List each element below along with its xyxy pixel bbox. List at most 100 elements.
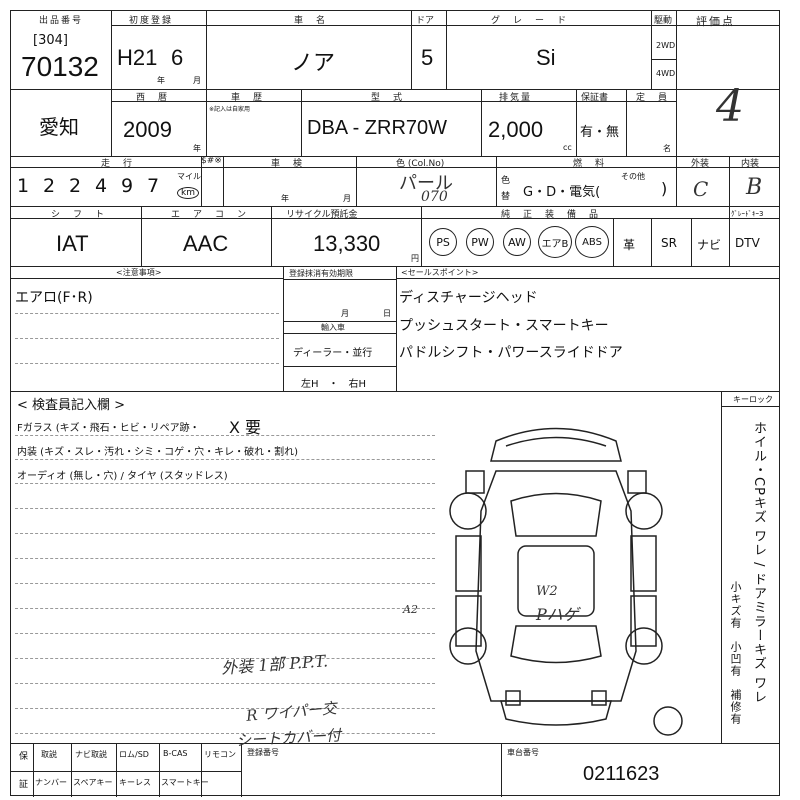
import-label: 輸入車 [321,323,345,332]
shift-value: IAT [56,231,89,256]
inspection-title: < 検査員記入欄 > [17,398,126,413]
fuel-label: 燃 料 [573,159,607,169]
color-swap-2: 替 [501,192,511,202]
key-lock-label: キーロック [733,395,773,404]
footer-guarantee: 保 [19,752,29,762]
equip-pw: PW [466,228,494,256]
smark-label: $#※ [201,156,222,166]
footer-bcas: B-CAS [163,749,188,758]
footer-keyless: キーレス [119,778,151,787]
footer-remote: リモコン [204,750,236,759]
footer-guarantee-2: 証 [19,780,29,790]
color-code: 070 [421,189,448,205]
score-label: 評価点 [696,15,735,28]
year-char-2: 年 [193,144,201,153]
doors-label: ドア [416,16,435,26]
fuel-other: その他 [621,172,645,181]
footer-smart-key: スマートキー [161,778,209,787]
color-value: パール [399,173,453,194]
caution-label: <注意事項> [116,268,162,277]
recycle-value: 13,330 [313,231,381,256]
warranty-label: 保証書 [581,93,609,103]
year-value: 2009 [123,117,172,142]
grade-label: グ レ ー ド [491,16,569,26]
footer-navi-manual: ナビ取説 [75,750,107,759]
sales-point: プッシュスタート・スマートキー [399,318,609,334]
capacity-label: 定 員 [636,93,670,103]
drive-4wd: 4WD [656,69,676,78]
footer-spare-key: スペアキー [73,778,113,787]
lot-sub: [304] [33,33,68,48]
month-char: 月 [193,76,201,85]
shaken-label: 車 検 [271,159,305,169]
displacement-value: 2,000 [488,117,544,142]
glass-mark: X 要 [229,418,262,437]
diagram-mark-phage: Pハゲ [536,605,579,624]
equip-aw: AW [503,228,531,256]
equip-ps: PS [429,228,457,256]
reg-day: 日 [383,309,391,318]
mileage-digit: 2 [69,175,82,197]
shaken-month: 月 [343,194,351,203]
equip-navi: ナビ [697,238,722,252]
ac-label: エ ア コ ン [171,210,249,220]
reg-month: 月 [341,309,349,318]
diagram-mark-a2: A2 [403,603,418,616]
import-dealer: ディーラー・並行 [293,348,373,359]
mileage-digit: 2 [43,175,56,197]
equip-abs: ABS [575,226,609,258]
footer-rom-sd: ロム/SD [119,750,149,759]
doors-value: 5 [421,45,434,70]
mileage-digit: 4 [95,175,108,197]
caution-value: エアロ(F･R) [15,290,93,306]
exterior-value: C [693,177,709,201]
sales-point: ディスチャージヘッド [399,290,538,306]
damage-legend-sub: 小キズ有 小凹有 補修有 [729,581,742,725]
recycle-label: リサイクル預託金 [286,210,358,220]
mileage-digit: 9 [121,175,134,197]
year-label: 西 暦 [136,93,170,103]
year-char: 年 [157,76,165,85]
lot-label: 出品番号 [39,16,84,26]
history-label: 車 歴 [231,93,265,103]
mileage-digit: 1 [17,175,30,197]
first-reg-month: 6 [171,45,184,70]
car-name: ノア [291,50,336,75]
drive-2wd: 2WD [656,41,676,50]
lot-number: 70132 [21,51,99,82]
first-reg-era: H21 [117,45,158,70]
footer-number-plate: ナンバー [35,778,67,787]
keyword-label: ｸﾞﾚｰﾄﾞｷｰ3 [731,210,764,218]
warranty-value: 有・無 [580,125,620,140]
mileage-unit-mile: マイル [177,172,201,181]
shift-label: シ フ ト [51,210,107,220]
capacity-unit: 名 [663,144,671,153]
car-damage-diagram [449,427,683,736]
hand-note-wiper: R ワイパー交 [245,699,338,725]
damage-legend: ホイル・CPキズ ワレ / ドアミラーキズ ワレ [751,421,766,704]
sales-label: <セールスポイント> [401,268,479,277]
displacement-label: 排気量 [499,93,533,103]
model-label: 型 式 [371,93,405,103]
mileage-unit-km: km [177,187,199,199]
first-reg-label: 初度登録 [129,16,174,26]
equip-leather: 革 [623,238,636,252]
diagram-mark-w2: W2 [536,584,558,599]
auction-sheet: 出品番号 [304] 70132 初度登録 H21 6 年 月 車 名 ノア ド… [10,10,780,797]
drive-label: 駆動 [654,16,673,26]
chassis-number: 0211623 [583,763,660,785]
color-swap-1: 色 [501,176,511,186]
reg-number-label: 登録番号 [247,748,279,757]
inspection-line-audio: オーディオ (無し・穴) / タイヤ (スタッドレス) [17,471,228,482]
equip-airbag: エアB [538,226,572,258]
mileage-label: 走 行 [101,159,135,169]
equip-sunroof: SR [661,236,677,250]
history-note: ※記入は自家用 [209,106,251,113]
color-label: 色 (Col.No) [396,159,445,169]
inspection-line-glass: Fガラス (キズ・飛石・ヒビ・リペア跡・ [17,423,200,434]
chassis-label: 車台番号 [507,748,539,757]
score-value: 4 [716,81,744,132]
interior-value: B [746,175,763,200]
ac-value: AAC [183,231,229,256]
inspection-line-interior: 内装 (キズ・スレ・汚れ・シミ・コゲ・穴・キレ・破れ・割れ) [17,447,298,458]
